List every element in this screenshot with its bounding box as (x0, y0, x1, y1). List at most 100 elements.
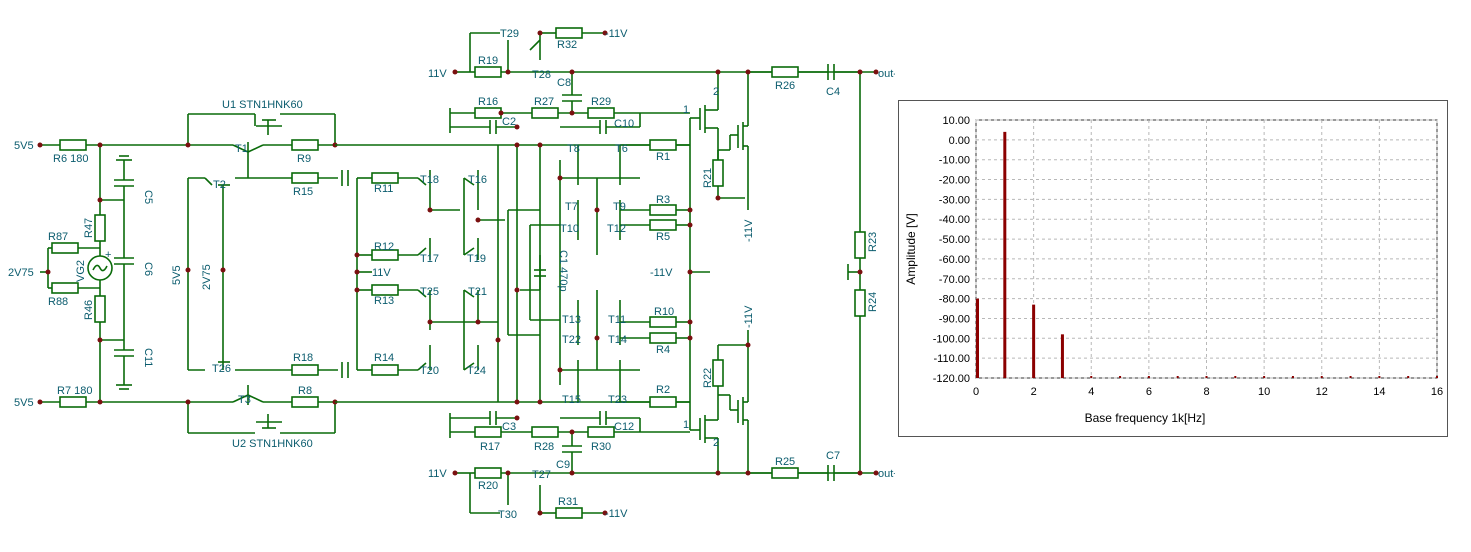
label-r88: R88 (48, 296, 68, 308)
x-tick-label: 0 (973, 386, 979, 398)
y-tick-label: -70.00 (939, 274, 970, 286)
label-t2: T2 (213, 179, 226, 191)
label-r17: R17 (480, 441, 500, 453)
label-r4: R4 (656, 344, 670, 356)
net-minus11v-mid: -11V (650, 267, 673, 279)
label-r12: R12 (374, 241, 394, 253)
x-axis-label: Base frequency 1k[Hz] (1085, 411, 1206, 425)
net-minus11v-top: -11V (605, 28, 628, 40)
y-tick-label: -110.00 (934, 353, 971, 365)
y-tick-label: -30.00 (939, 194, 970, 206)
label-vg2: VG2 (75, 260, 87, 282)
x-tick-label: 2 (1031, 386, 1037, 398)
label-r2: R2 (656, 384, 670, 396)
label-t28: T28 (532, 69, 551, 81)
bottom-section (449, 411, 860, 519)
label-c5: C5 (142, 190, 154, 204)
pin-plus: + (105, 249, 111, 261)
net-out-minus: out- (878, 68, 895, 80)
net-minus11v-bottom: -11V (605, 508, 628, 520)
label-t18: T18 (420, 174, 439, 186)
y-tick-label: -120.00 (933, 373, 970, 385)
net-out-plus: out+ (878, 468, 895, 480)
spectrum-bars (976, 131, 1438, 378)
spectrum-chart: 10.000.00-10.00-20.00-30.00-40.00-50.00-… (904, 115, 1443, 425)
label-r22: R22 (702, 368, 714, 388)
label-t9: T9 (613, 201, 626, 213)
x-tick-label: 14 (1373, 386, 1385, 398)
label-c7: C7 (826, 450, 840, 462)
y-tick-label: -60.00 (939, 254, 970, 266)
label-t30: T30 (498, 509, 517, 521)
pin-2-bottom: 2 (713, 437, 719, 449)
label-c12: C12 (614, 421, 634, 433)
label-t6: T6 (615, 143, 628, 155)
label-r7: R7 180 (57, 385, 92, 397)
label-c4: C4 (826, 86, 840, 98)
label-r10: R10 (654, 306, 674, 318)
label-t12: T12 (607, 223, 626, 235)
label-r19: R19 (478, 55, 498, 67)
mid-section (335, 142, 690, 405)
label-r9: R9 (297, 153, 311, 165)
net-minus11v-right-bottom: -11V (743, 305, 755, 328)
y-tick-label: -10.00 (939, 155, 970, 167)
label-t10: T10 (560, 223, 579, 235)
y-tick-label: -40.00 (939, 214, 970, 226)
label-r15: R15 (293, 186, 313, 198)
x-tick-label: 10 (1258, 386, 1270, 398)
circuit-schematic: 5V5 5V5 2V75 R6 180 R7 180 R87 R88 R47 R… (8, 27, 895, 521)
label-r26: R26 (775, 80, 795, 92)
output-stage (537, 118, 710, 430)
label-c9: C9 (556, 459, 570, 471)
label-t24: T24 (467, 365, 486, 377)
label-t19: T19 (467, 253, 486, 265)
net-2v75-vert: 2V75 (201, 264, 213, 290)
y-tick-label: -50.00 (939, 234, 970, 246)
label-t1: T1 (235, 143, 248, 155)
label-r14: R14 (374, 352, 394, 364)
x-tick-label: 6 (1146, 386, 1152, 398)
label-r11: R11 (374, 183, 393, 195)
label-r23: R23 (867, 232, 879, 252)
y-tick-label: -90.00 (939, 313, 970, 325)
net-5v5-vert: 5V5 (171, 265, 183, 285)
pin-2-top: 2 (713, 86, 719, 98)
label-t8: T8 (567, 143, 580, 155)
net-11v-bottom: 11V (428, 468, 447, 480)
label-r25: R25 (775, 456, 795, 468)
label-r8: R8 (298, 385, 312, 397)
output-section (690, 64, 879, 481)
label-t23: T23 (608, 394, 627, 406)
label-c1: C1 470p (557, 250, 569, 292)
grid (975, 119, 1438, 379)
label-t27: T27 (532, 469, 551, 481)
label-c11: C11 (142, 348, 154, 367)
label-r6: R6 180 (53, 153, 88, 165)
label-t13: T13 (562, 314, 581, 326)
label-u2: U2 STN1HNK60 (232, 438, 313, 450)
label-r46: R46 (83, 300, 95, 320)
label-r24: R24 (867, 292, 879, 312)
label-r28: R28 (534, 441, 554, 453)
y-tick-label: 0.00 (949, 135, 970, 147)
label-t26: T26 (212, 363, 231, 375)
label-c6: C6 (142, 262, 154, 276)
net-5v5-top: 5V5 (14, 140, 34, 152)
label-r21: R21 (702, 168, 714, 188)
y-tick-label: -20.00 (939, 175, 970, 187)
net-2v75: 2V75 (8, 267, 34, 279)
net-11v-top: 11V (428, 68, 447, 80)
input-section (37, 139, 233, 408)
net-11v-left: 11V (372, 267, 391, 279)
pin-1-top: 1 (683, 104, 689, 116)
y-axis-label: Amplitude [V] (904, 213, 918, 284)
y-tick-labels: 10.000.00-10.00-20.00-30.00-40.00-50.00-… (933, 115, 970, 385)
label-r5: R5 (656, 231, 670, 243)
top-section (449, 27, 860, 134)
label-t16: T16 (468, 174, 487, 186)
label-t29: T29 (500, 28, 519, 40)
label-t14: T14 (608, 334, 627, 346)
label-c10: C10 (614, 118, 634, 130)
